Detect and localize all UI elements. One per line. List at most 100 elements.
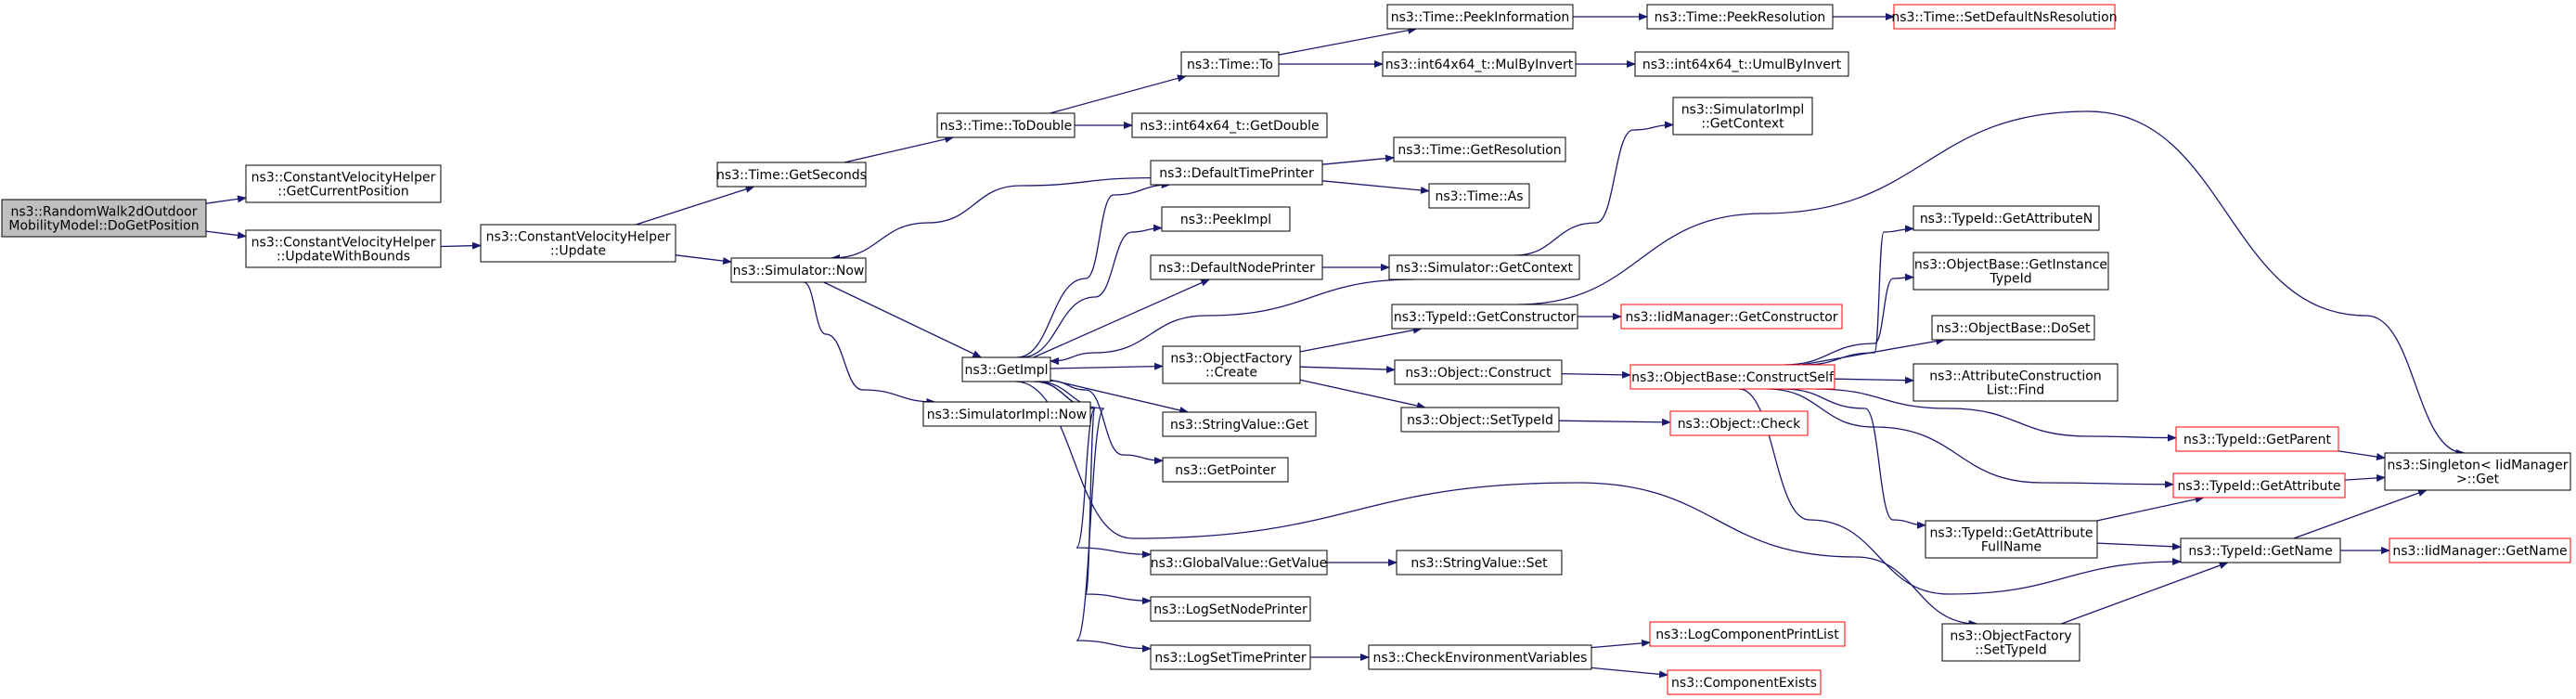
node-cvh_updbounds[interactable]: ns3::ConstantVelocityHelper::UpdateWithB… <box>245 229 442 268</box>
node-label: ns3::GlobalValue::GetValue <box>1151 556 1327 571</box>
node-label: ns3::TypeId::GetAttribute <box>1930 526 2093 541</box>
node-box <box>1150 550 1328 576</box>
node-objectbase_doset[interactable]: ns3::ObjectBase::DoSet <box>1931 315 2095 341</box>
node-sim_now[interactable]: ns3::Simulator::Now <box>730 257 867 283</box>
node-component_exists[interactable]: ns3::ComponentExists <box>1667 669 1822 695</box>
node-box <box>1667 669 1822 695</box>
node-objfactory_create[interactable]: ns3::ObjectFactory::Create <box>1162 345 1301 384</box>
node-iidmanager_getname[interactable]: ns3::IidManager::GetName <box>2389 537 2571 563</box>
node-cvh_update[interactable]: ns3::ConstantVelocityHelper::Update <box>480 224 676 263</box>
node-typeid_getname[interactable]: ns3::TypeId::GetName <box>2180 537 2341 563</box>
node-label: ns3::Object::Construct <box>1405 366 1552 381</box>
node-label: ns3::Singleton< IidManager <box>2388 459 2569 473</box>
node-label: ns3::Time::SetDefaultNsResolution <box>1891 10 2117 25</box>
node-int64_mulbyinvert[interactable]: ns3::int64x64_t::MulByInvert <box>1382 51 1577 77</box>
node-label: ::Update <box>550 244 606 259</box>
node-box <box>1180 51 1280 77</box>
node-time_getresolution[interactable]: ns3::Time::GetResolution <box>1393 136 1566 162</box>
node-label: ns3::CheckEnvironmentVariables <box>1373 651 1588 666</box>
call-edge-getimpl-to-logsetnodeprinter <box>1034 381 1152 605</box>
node-box <box>1393 136 1566 162</box>
node-layer: ns3::RandomWalk2dOutdoorMobilityModel::D… <box>1 4 2571 695</box>
edge-path <box>1034 381 1152 605</box>
node-logsetnodeprinter[interactable]: ns3::LogSetNodePrinter <box>1150 596 1311 622</box>
node-box <box>1913 363 2119 402</box>
node-stringvalue_get[interactable]: ns3::StringValue::Get <box>1162 411 1317 437</box>
edge-path <box>2338 450 2386 460</box>
node-label: ns3::IidManager::GetName <box>2392 544 2567 559</box>
node-time_todouble[interactable]: ns3::Time::ToDouble <box>936 112 1075 138</box>
node-label: ns3::TypeId::GetName <box>2188 544 2332 559</box>
edge-path <box>2061 562 2229 625</box>
call-edge-cvh_update-to-time_getseconds <box>636 185 755 226</box>
node-objectbase_constructself[interactable]: ns3::ObjectBase::ConstructSelf <box>1629 364 1835 390</box>
node-label: ns3::TypeId::GetAttribute <box>2178 479 2341 494</box>
node-object_settypeid[interactable]: ns3::Object::SetTypeId <box>1400 407 1560 433</box>
node-time_setdefault[interactable]: ns3::Time::SetDefaultNsResolution <box>1891 4 2118 30</box>
node-logsettimeprinter[interactable]: ns3::LogSetTimePrinter <box>1150 644 1311 670</box>
edge-path <box>1766 388 2174 488</box>
node-default_node_printer[interactable]: ns3::DefaultNodePrinter <box>1150 254 1323 280</box>
node-singleton_get[interactable]: ns3::Singleton< IidManager>::Get <box>2384 452 2571 491</box>
node-check_env_vars[interactable]: ns3::CheckEnvironmentVariables <box>1368 644 1592 670</box>
node-simimpl_getcontext[interactable]: ns3::SimulatorImpl::GetContext <box>1672 97 1813 136</box>
node-box <box>2175 426 2339 452</box>
node-label: ns3::StringValue::Get <box>1170 418 1309 433</box>
call-edge-sim_getcontext-to-getimpl <box>1050 278 1415 365</box>
node-getimpl[interactable]: ns3::GetImpl <box>961 356 1051 382</box>
node-stringvalue_set[interactable]: ns3::StringValue::Set <box>1396 550 1563 576</box>
node-globalvalue_getvalue[interactable]: ns3::GlobalValue::GetValue <box>1150 550 1328 576</box>
node-getpointer[interactable]: ns3::GetPointer <box>1162 457 1289 483</box>
call-edge-typeid_getname-to-singleton_get <box>2293 489 2428 539</box>
node-label: ns3::ObjectFactory <box>1950 629 2071 644</box>
node-label: FullName <box>1981 540 2041 555</box>
node-iidmanager_getconstructor[interactable]: ns3::IidManager::GetConstructor <box>1620 304 1843 330</box>
node-object_check[interactable]: ns3::Object::Check <box>1669 410 1809 436</box>
node-label: ns3::PeekImpl <box>1180 213 1271 227</box>
node-logcomponent_printlist[interactable]: ns3::LogComponentPrintList <box>1649 621 1846 647</box>
node-box <box>1620 304 1843 330</box>
node-label: ns3::StringValue::Set <box>1410 556 1548 571</box>
node-typeid_getconstructor[interactable]: ns3::TypeId::GetConstructor <box>1391 304 1578 330</box>
node-time_peekres[interactable]: ns3::Time::PeekResolution <box>1646 4 1834 30</box>
node-typeid_getparent[interactable]: ns3::TypeId::GetParent <box>2175 426 2339 452</box>
edge-path <box>636 185 755 226</box>
node-box <box>480 224 676 263</box>
node-sim_getcontext[interactable]: ns3::Simulator::GetContext <box>1388 254 1580 280</box>
node-default_time_printer[interactable]: ns3::DefaultTimePrinter <box>1150 160 1323 186</box>
node-box <box>245 164 442 203</box>
call-edge-objfactory_create-to-typeid_getconstructor <box>1299 326 1423 353</box>
node-label: ::GetContext <box>1701 117 1784 132</box>
node-box <box>1634 51 1849 77</box>
node-box <box>1391 304 1578 330</box>
node-simimpl_now[interactable]: ns3::SimulatorImpl::Now <box>922 401 1091 427</box>
node-int64_umulbyinvert[interactable]: ns3::int64x64_t::UmulByInvert <box>1634 51 1849 77</box>
node-int64_getdouble[interactable]: ns3::int64x64_t::GetDouble <box>1131 112 1328 138</box>
node-box <box>2172 472 2346 498</box>
node-peekimpl[interactable]: ns3::PeekImpl <box>1161 206 1291 232</box>
node-box <box>1913 205 2100 231</box>
node-time_peekinfo[interactable]: ns3::Time::PeekInformation <box>1386 4 1574 30</box>
edge-path <box>831 176 1152 262</box>
edge-path <box>1834 376 1914 384</box>
node-label: ns3::Simulator::Now <box>733 264 865 278</box>
call-edge-default_time_printer-to-sim_now <box>831 176 1152 262</box>
node-label: ns3::int64x64_t::MulByInvert <box>1385 58 1574 72</box>
edge-path <box>205 195 247 204</box>
edge-path <box>1591 639 1651 649</box>
node-cvh_getcur[interactable]: ns3::ConstantVelocityHelper::GetCurrentP… <box>245 164 442 203</box>
edge-path <box>1783 388 1926 529</box>
node-typeid_getattributen[interactable]: ns3::TypeId::GetAttributeN <box>1913 205 2100 231</box>
node-time_as[interactable]: ns3::Time::As <box>1428 183 1530 209</box>
node-object_construct[interactable]: ns3::Object::Construct <box>1394 359 1563 385</box>
node-objfactory_settypeid[interactable]: ns3::ObjectFactory::SetTypeId <box>1941 623 2080 662</box>
node-box <box>1941 623 2080 662</box>
edge-path <box>1299 379 1426 409</box>
node-time_getseconds[interactable]: ns3::Time::GetSeconds <box>716 162 867 188</box>
node-label: ns3::int64x64_t::GetDouble <box>1140 119 1319 134</box>
node-time_to[interactable]: ns3::Time::To <box>1180 51 1280 77</box>
node-typeid_getattribute[interactable]: ns3::TypeId::GetAttribute <box>2172 472 2346 498</box>
